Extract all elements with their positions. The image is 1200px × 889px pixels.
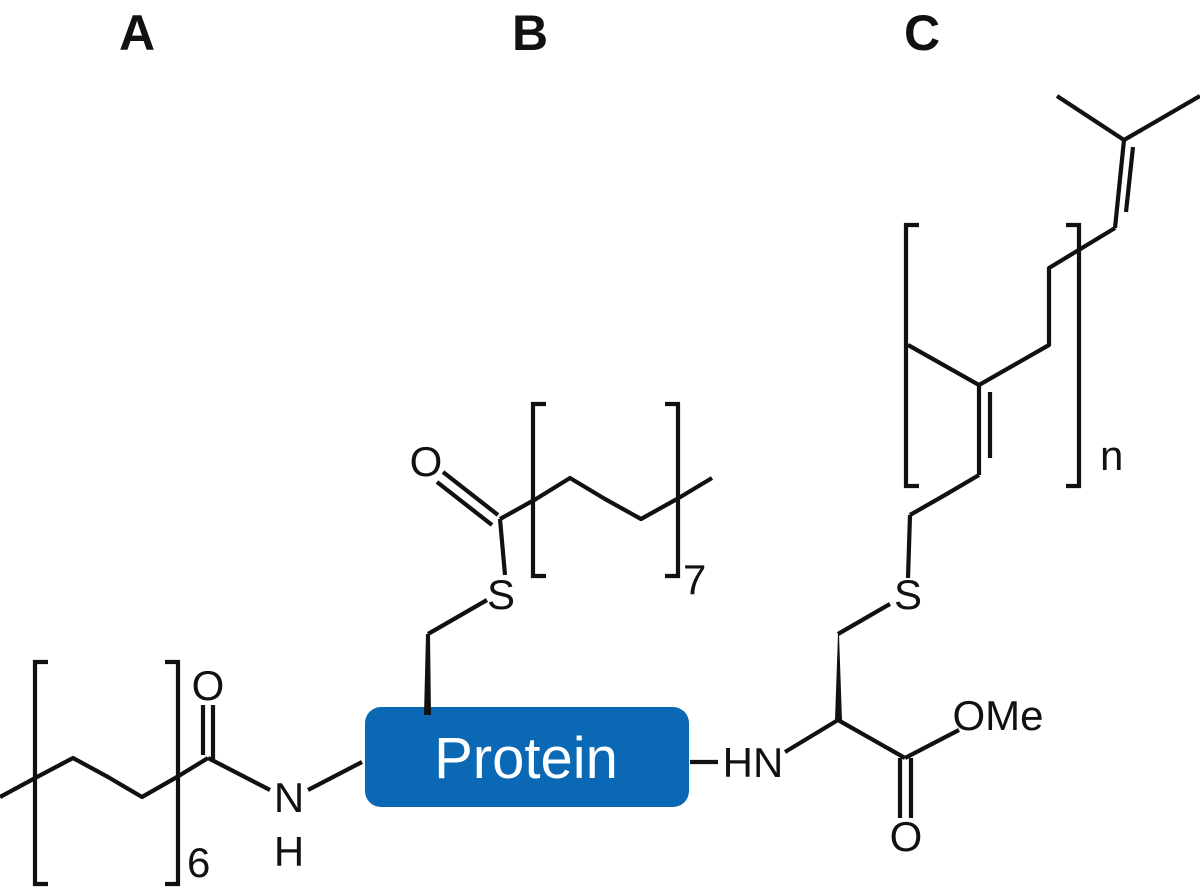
s-ch2-bond-c [905, 514, 913, 579]
prenyl-ch2-c [908, 473, 981, 517]
atom-c-sulfur: S [894, 571, 922, 618]
bracket-right-b [665, 401, 681, 579]
subscript-a: 6 [187, 839, 210, 886]
protein-box-fill [365, 707, 689, 807]
section-label-a: A [119, 5, 155, 61]
atom-a-oxygen: O [192, 662, 225, 709]
atom-b-sulfur: S [487, 571, 515, 618]
atom-c-hn: HN [723, 739, 784, 786]
wedge-bond-b [424, 634, 431, 715]
s-carbonyl-bond-b [497, 518, 508, 576]
protein-label: Protein [434, 726, 618, 791]
atom-b-oxygen: O [410, 438, 443, 485]
ch2-s-bond-b [426, 598, 489, 636]
bracket-left-b [530, 401, 546, 579]
atom-c-ome: OMe [952, 692, 1043, 739]
atom-a-nitrogen: N [274, 774, 304, 821]
n-protein-bond [307, 760, 363, 792]
bracket-right-a [165, 659, 181, 887]
structure-a-myristoyl: O N H 6 [0, 659, 363, 887]
protein-box: Protein [365, 707, 689, 807]
section-label-b: B [512, 5, 548, 61]
subscript-b: 7 [683, 556, 706, 603]
section-label-c: C [904, 5, 940, 61]
bracket-right-c [1066, 222, 1082, 489]
bracket-left-c [903, 222, 919, 489]
prenyl-chain-c [977, 226, 1117, 387]
terminal-double-bond-1 [1112, 139, 1127, 229]
terminal-methyl-2 [1122, 94, 1200, 142]
chain-a [0, 755, 210, 800]
prenyl-methyl-c [906, 343, 981, 387]
subscript-c: n [1100, 432, 1123, 479]
carbonyl-bond-b-1 [441, 470, 500, 517]
wedge-bond-c [835, 634, 842, 720]
amide-bond-a [207, 756, 271, 792]
ch2-s-bond-c [836, 602, 892, 636]
terminal-methyl-1 [1055, 94, 1126, 142]
carbonyl-bond-b-2 [435, 480, 494, 527]
ester-o-bond [904, 728, 960, 760]
terminal-double-bond-2 [1123, 146, 1136, 213]
atom-a-hydrogen: H [274, 828, 304, 875]
alpha-carbonyl-bond [836, 718, 907, 760]
structure-c-prenyl: HN S OMe O n [690, 94, 1200, 860]
structure-b-palmitoyl: O S 7 [410, 401, 714, 715]
hn-alpha-bond [783, 718, 840, 754]
atom-c-oxygen: O [890, 813, 923, 860]
bracket-left-a [32, 659, 48, 887]
